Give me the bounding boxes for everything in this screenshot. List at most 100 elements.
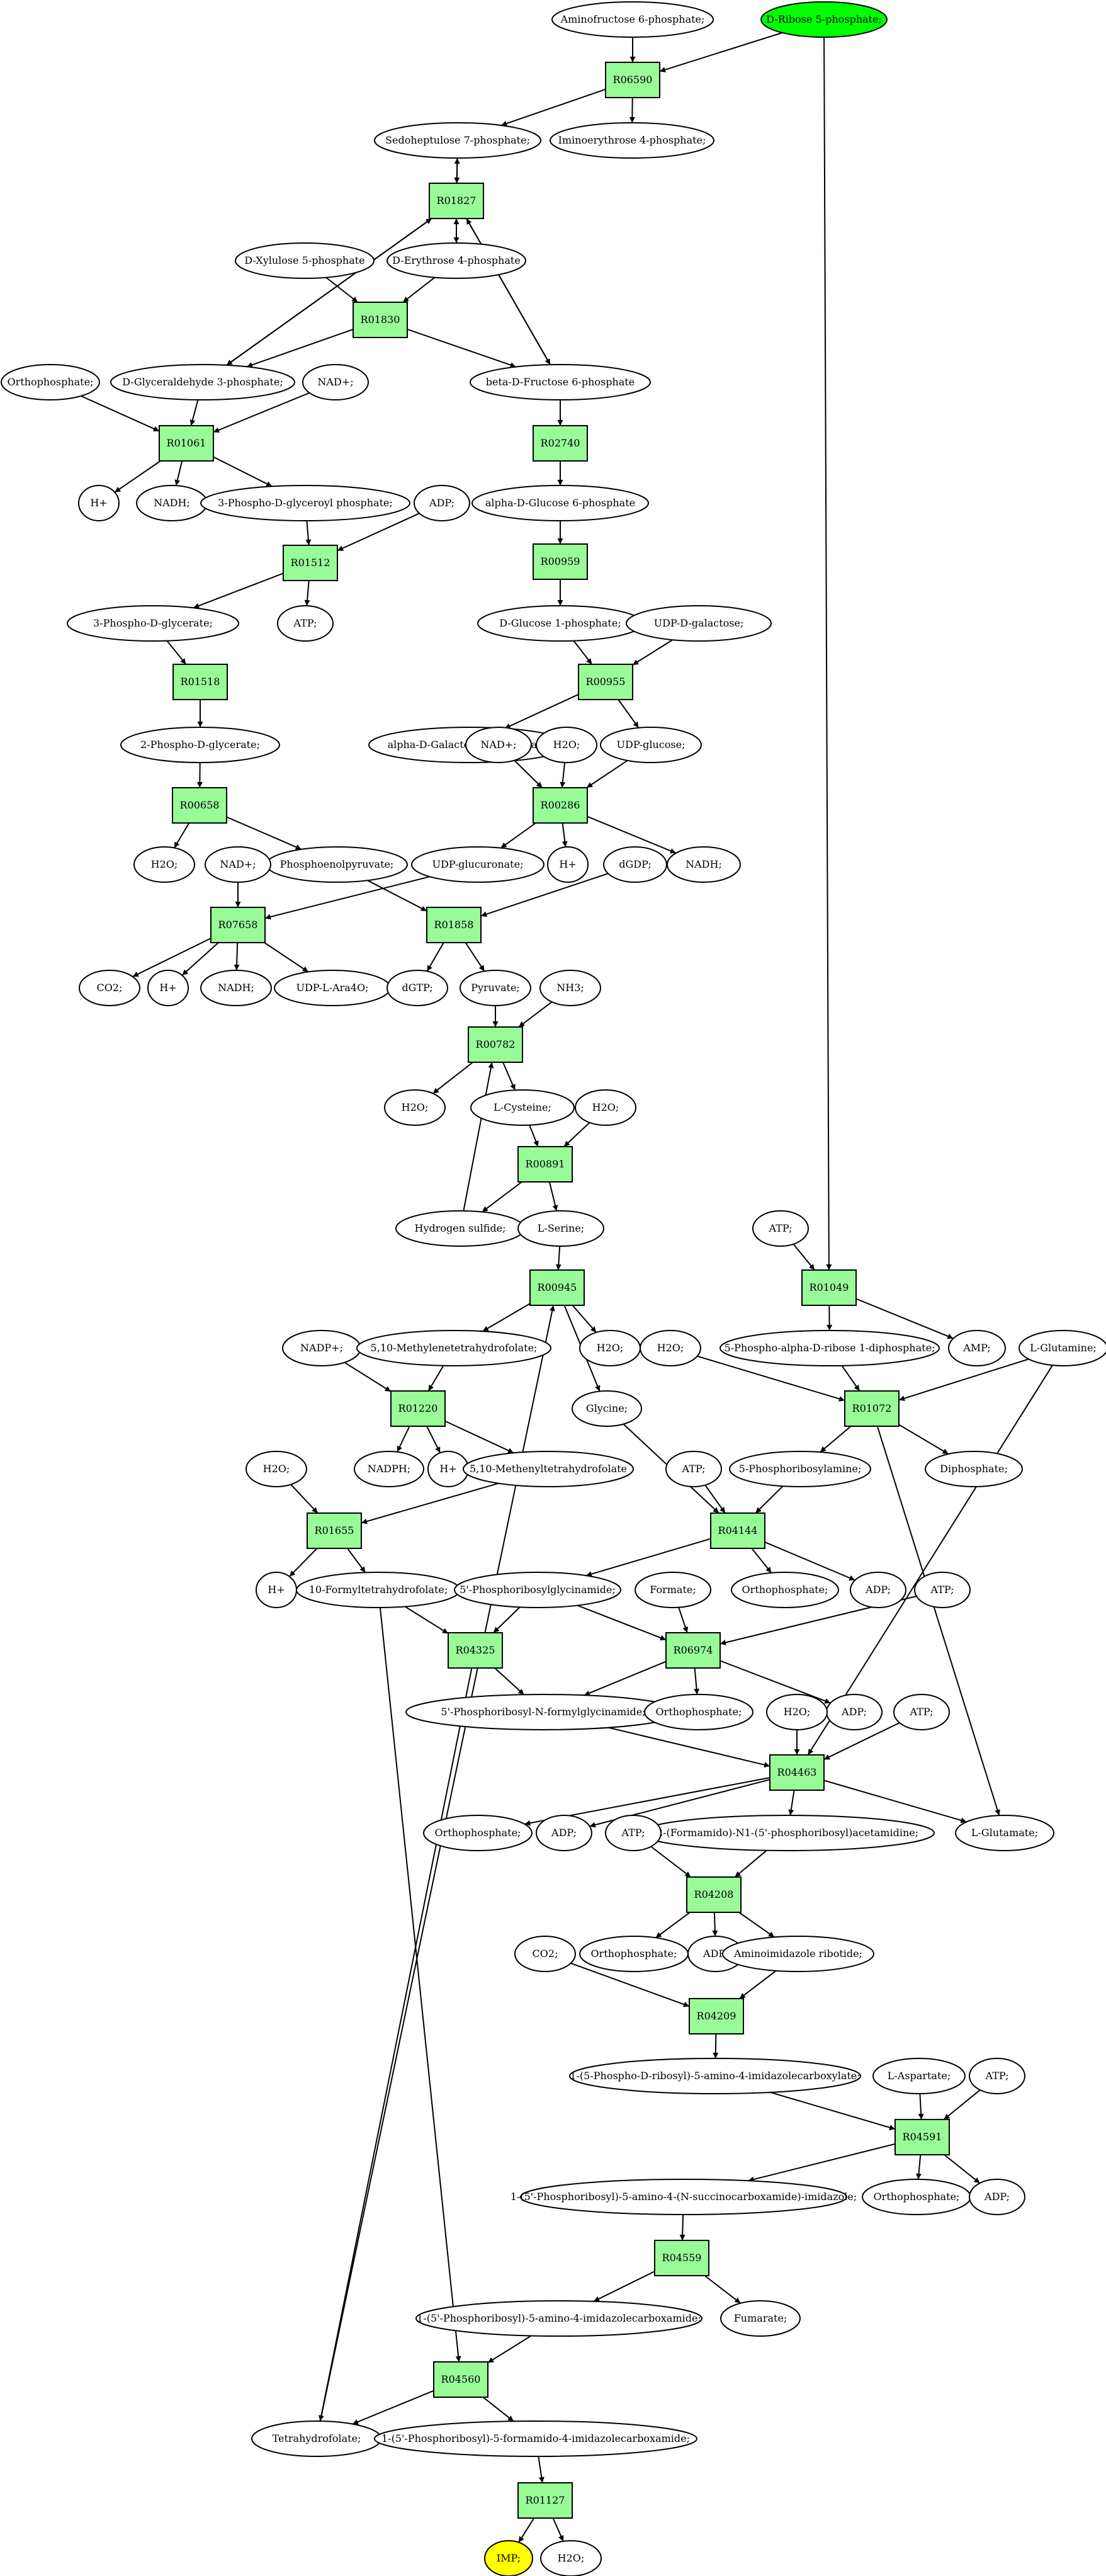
compound-node: ATP; (605, 1815, 662, 1851)
reaction-label: R00782 (476, 1038, 516, 1050)
edge-arrow (820, 1426, 852, 1453)
compound-ellipse (423, 1815, 533, 1851)
compound-node: L-Serine; (517, 1210, 604, 1247)
compound-ellipse (914, 1572, 971, 1608)
compound-label: NAD+; (220, 858, 256, 870)
compound-node: 5,10-Methylenetetrahydrofolate; (356, 1330, 551, 1366)
compound-ellipse (605, 1815, 662, 1851)
reaction-box (517, 2482, 573, 2519)
edge-arrow (650, 1846, 692, 1878)
compound-ellipse (948, 1330, 1006, 1366)
reaction-label: R04559 (662, 2252, 702, 2264)
reaction-box (172, 787, 227, 824)
compound-label: H+ (159, 982, 176, 994)
edge-arrow (407, 328, 516, 368)
compound-node: Hydrogen sulfide; (395, 1210, 525, 1247)
compound-node: Orthophosphate; (1, 364, 100, 400)
reaction-node: R01830 (353, 302, 408, 338)
compound-label: 10-Formyltetrahydrofolate; (309, 1584, 448, 1596)
compound-label: Aminoimidazole ribotide; (733, 1948, 862, 1960)
edge-arrow (719, 1660, 831, 1704)
compound-node: Orthophosphate; (423, 1815, 533, 1851)
reaction-label: R00658 (180, 799, 220, 811)
compound-node: Aminofructose 6-phosphate; (551, 1, 714, 38)
edge-arrow (482, 1181, 522, 1213)
reaction-node: R04559 (654, 2240, 709, 2276)
compound-label: 2-(Formamido)-N1-(5'-phosphoribosyl)acet… (657, 1827, 918, 1839)
edge-arrow (694, 1667, 700, 1695)
compound-ellipse (484, 2540, 533, 2576)
compound-label: UDP-L-Ara4O; (296, 982, 368, 994)
compound-node: Orthophosphate; (644, 1694, 753, 1730)
edge-arrow (465, 942, 485, 972)
reaction-label: R00286 (541, 799, 580, 811)
compound-node: IMP; (484, 2540, 533, 2576)
compound-ellipse (411, 846, 545, 883)
edge-arrow (529, 1125, 539, 1147)
compound-label: ADP; (429, 497, 454, 509)
edge-arrow (764, 1541, 855, 1581)
reaction-node: R01072 (844, 1390, 900, 1427)
reaction-box (769, 1754, 825, 1791)
reaction-box (801, 1269, 857, 1306)
compound-node: H+ (78, 485, 120, 521)
compound-label: D-Ribose 5-phosphate; (766, 13, 882, 25)
compound-label: 5'-Phosphoribosylglycinamide; (460, 1584, 616, 1596)
reaction-node: R06590 (605, 62, 660, 98)
reaction-node: R01518 (172, 664, 228, 700)
edge-arrow (426, 1426, 441, 1453)
edge-arrow (618, 699, 640, 729)
edge-arrow (570, 1962, 690, 2007)
reaction-node: R00782 (468, 1026, 523, 1063)
compound-ellipse (356, 1330, 551, 1366)
compound-ellipse (719, 1330, 940, 1366)
edge-arrow (679, 2214, 686, 2241)
reaction-label: R01220 (398, 1402, 438, 1414)
compound-label: CO2; (97, 982, 123, 994)
compound-label: H2O; (592, 1101, 619, 1113)
compound-label: H2O; (657, 1342, 684, 1354)
compound-ellipse (302, 364, 369, 400)
compound-node: ATP; (893, 1694, 950, 1730)
edge-arrow (518, 2517, 535, 2543)
compound-ellipse (470, 364, 651, 400)
compound-node: 5,10-Methenyltetrahydrofolate (463, 1451, 634, 1487)
compound-node: CO2; (514, 1936, 576, 1972)
compound-node: 5'-Phosphoribosyl-N-formylglycinamide; (405, 1694, 681, 1730)
edge-arrow (132, 938, 212, 977)
compound-label: 1-(5-Phospho-D-ribosyl)-5-amino-4-imidaz… (570, 2070, 860, 2082)
edge-arrow (751, 1548, 772, 1574)
compound-ellipse (626, 605, 772, 642)
compound-node: H2O; (536, 727, 597, 763)
edge-arrow (823, 37, 832, 1271)
compound-label: 5-Phospho-alpha-D-ribose 1-diphosphate; (725, 1342, 935, 1354)
compound-node: L-Glutamine; (1019, 1330, 1106, 1366)
compound-label: 1-(5'-Phosphoribosyl)-5-formamido-4-imid… (381, 2432, 690, 2444)
reaction-label: R00959 (541, 555, 580, 567)
edge-arrow (739, 1970, 777, 1999)
reaction-box (894, 2119, 950, 2155)
reaction-node: R00959 (533, 543, 588, 580)
compound-label: NADH; (218, 982, 254, 994)
edge-arrow (444, 1420, 514, 1454)
reaction-node: R00891 (517, 1146, 573, 1183)
compound-node: alpha-D-Glucose 6-phosphate (471, 485, 649, 521)
edge-arrow (770, 2091, 896, 2131)
compound-ellipse (200, 970, 272, 1006)
reaction-node: R02740 (533, 425, 588, 462)
compound-node: NAD+; (465, 727, 532, 763)
compound-node: Phosphoenolpyruvate; (266, 846, 408, 883)
edge-arrow (494, 1667, 525, 1696)
compound-node: ADP; (414, 485, 470, 521)
compound-node: ADP; (850, 1572, 906, 1608)
compound-label: dGDP; (619, 858, 651, 870)
reaction-label: R04591 (903, 2131, 942, 2143)
compound-node: NH3; (539, 970, 601, 1006)
compound-node: ADP; (826, 1694, 883, 1730)
compound-node: NADH; (667, 846, 741, 883)
compound-label: Orthophosphate; (656, 1706, 742, 1718)
compound-ellipse (1019, 1330, 1106, 1366)
edge-arrow (734, 1849, 767, 1878)
compound-node: UDP-L-Ara4O; (274, 970, 391, 1006)
edge-arrow (704, 2275, 742, 2304)
